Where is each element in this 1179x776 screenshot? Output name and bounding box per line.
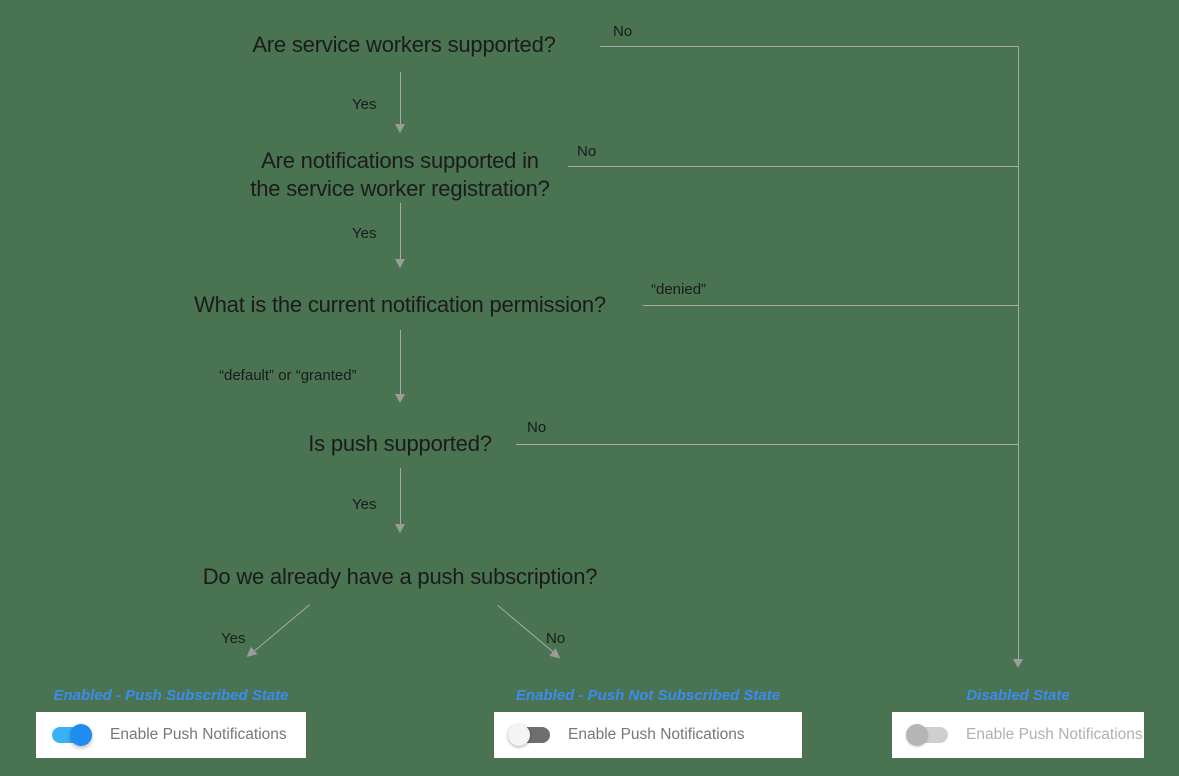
toggle-knob (906, 724, 928, 746)
arrowhead-disabled (1013, 659, 1023, 668)
connector-permission-yes (400, 330, 401, 396)
push-toggle-card-not-subscribed[interactable]: Enable Push Notifications (494, 712, 802, 758)
connector-sw-yes (400, 72, 401, 126)
toggle-switch-disabled (906, 724, 950, 746)
arrowhead-sw-yes (395, 124, 405, 133)
connector-sw-no (600, 46, 1019, 47)
connector-permission-denied (643, 305, 1019, 306)
toggle-knob (70, 724, 92, 746)
arrowhead-subscription-no (549, 648, 564, 663)
node-existing-subscription: Do we already have a push subscription? (202, 564, 598, 589)
state-enabled-push-subscribed: Enabled - Push Subscribed State Enable P… (36, 688, 306, 758)
connector-subscription-yes (243, 604, 310, 661)
arrowhead-permission-yes (395, 394, 405, 403)
edge-label-subscription-yes: Yes (221, 630, 246, 647)
node-notifications-supported: Are notifications supported in the servi… (250, 148, 550, 201)
connector-notif-no (568, 166, 1019, 167)
state-enabled-push-not-subscribed: Enabled - Push Not Subscribed State Enab… (494, 688, 802, 758)
state-label-enabled-push-subscribed: Enabled - Push Subscribed State (53, 687, 289, 704)
node-service-workers-supported: Are service workers supported? (252, 32, 556, 57)
state-label-enabled-push-not-subscribed: Enabled - Push Not Subscribed State (515, 687, 781, 704)
toggle-label-subscribed: Enable Push Notifications (110, 726, 287, 744)
arrowhead-push-yes (395, 524, 405, 533)
connector-push-yes (400, 468, 401, 526)
edge-label-notif-yes: Yes (352, 225, 377, 242)
edge-label-push-yes: Yes (352, 496, 377, 513)
edge-label-notif-no: No (577, 143, 597, 160)
connector-push-no (516, 444, 1019, 445)
toggle-knob (508, 724, 530, 746)
state-disabled: Disabled State Enable Push Notifications (892, 688, 1144, 758)
toggle-switch-on[interactable] (50, 724, 94, 746)
push-toggle-card-subscribed[interactable]: Enable Push Notifications (36, 712, 306, 758)
arrowhead-subscription-yes (243, 646, 258, 661)
connector-notif-yes (400, 203, 401, 261)
toggle-label-not-subscribed: Enable Push Notifications (568, 726, 745, 744)
connector-disabled-trunk (1018, 46, 1019, 661)
edge-label-sw-no: No (613, 23, 633, 40)
edge-label-sw-yes: Yes (352, 96, 377, 113)
node-notification-permission: What is the current notification permiss… (194, 292, 606, 317)
edge-label-permission-denied: “denied” (651, 281, 707, 298)
toggle-label-disabled: Enable Push Notifications (966, 726, 1143, 744)
node-push-supported: Is push supported? (308, 431, 492, 456)
state-label-disabled: Disabled State (966, 687, 1070, 704)
edge-label-push-no: No (527, 419, 547, 436)
arrowhead-notif-yes (395, 259, 405, 268)
edge-label-permission-default-granted: “default” or “granted” (219, 367, 357, 384)
edge-label-subscription-no: No (546, 630, 566, 647)
toggle-switch-off[interactable] (508, 724, 552, 746)
push-toggle-card-disabled: Enable Push Notifications (892, 712, 1144, 758)
